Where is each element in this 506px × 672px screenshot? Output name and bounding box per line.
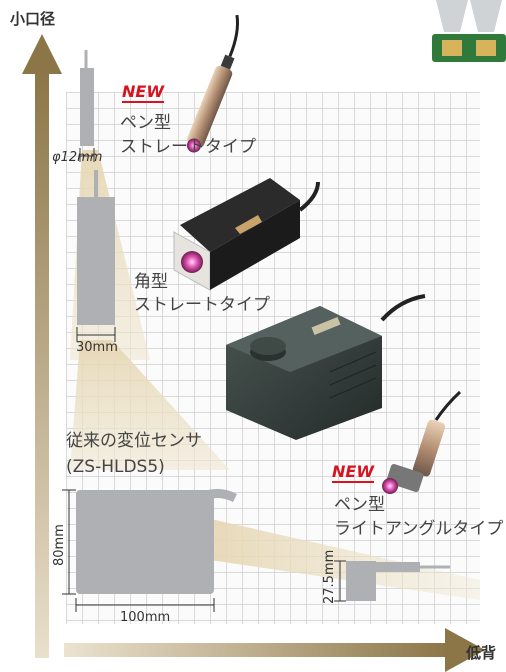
square-sensor-beam [70,340,230,470]
new-badge-right-angle: NEW [332,462,374,483]
pen-straight-line2: ストレートタイプ [120,137,256,157]
equipment-illustration [432,0,506,62]
square-straight-line2: ストレートタイプ [134,295,270,315]
pen-straight-photo [186,14,240,153]
conventional-sensor-photo [226,294,426,440]
conventional-sensor-beam [205,520,480,600]
right-angle-line1: ペン型 [334,495,385,515]
conventional-sensor-silhouette [76,490,214,594]
x-axis-arrow [64,643,448,657]
y-axis-label: 小口径 [10,10,56,28]
x-axis-label: 低背 [466,644,497,662]
pen-straight-dimension: φ12mm [52,150,103,165]
y-axis-arrowhead [22,34,62,74]
square-straight-photo [173,178,320,291]
conventional-width-dimension: 100mm [120,610,171,625]
square-straight-line1: 角型 [134,272,168,292]
new-badge: NEW [122,82,164,103]
square-straight-dimension: 30mm [76,340,118,355]
conventional-height-dimension: 80mm [52,524,67,566]
right-angle-dimension: 27.5mm [322,549,337,604]
x-axis-arrowhead [445,628,485,672]
y-axis-arrow [35,72,49,658]
pen-straight-silhouette [80,68,94,146]
right-angle-line2: ライトアングルタイプ [334,519,504,539]
square-straight-silhouette [77,197,115,325]
conventional-line1: 従来の変位センサ [66,431,202,451]
conventional-line2: (ZS-HLDS5) [66,457,165,477]
right-angle-photo [382,390,462,494]
pen-straight-line1: ペン型 [120,113,171,133]
